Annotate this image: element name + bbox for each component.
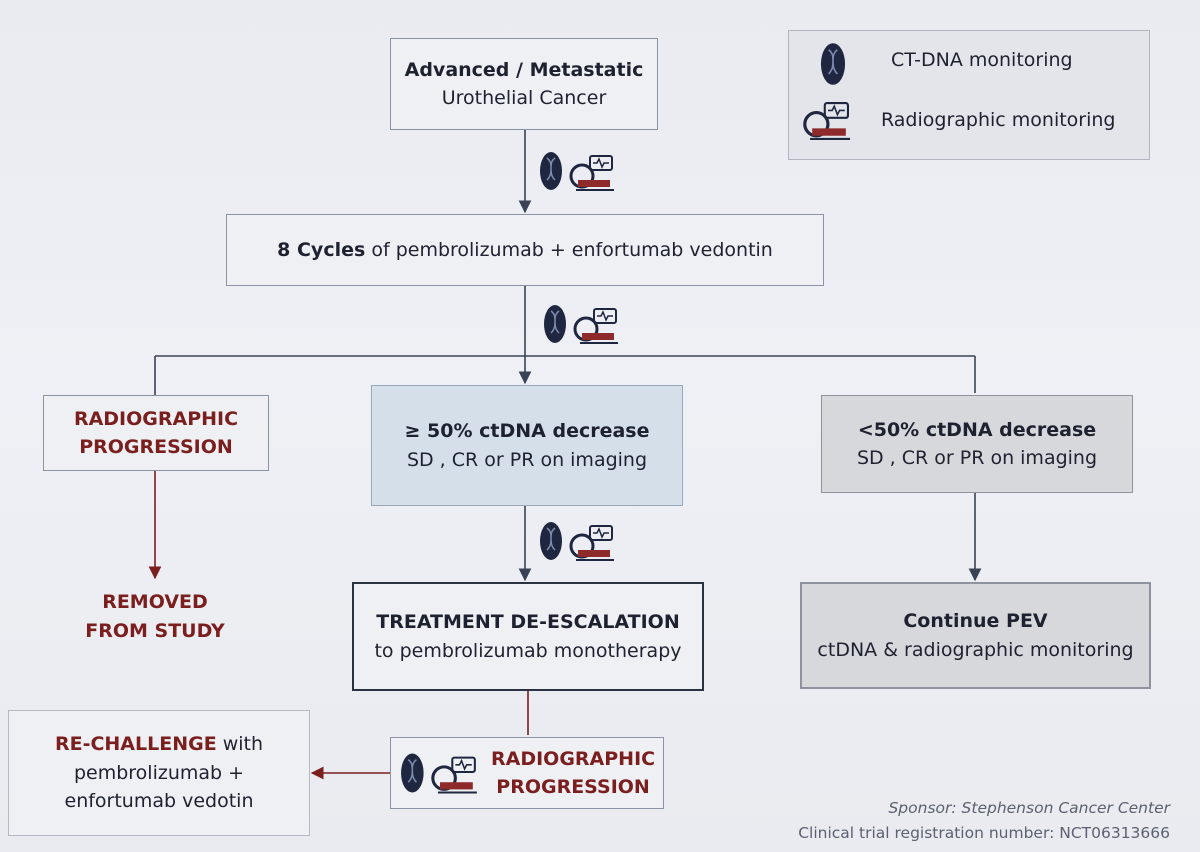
monitoring-icons-3 [538, 520, 618, 566]
legend: CT-DNA monitoring Radiographic monitorin… [788, 30, 1150, 160]
progression2-line2: PROGRESSION [496, 776, 650, 798]
dna-icon [540, 152, 562, 190]
right-subtitle: SD , CR or PR on imaging [856, 447, 1098, 469]
dna-icon [820, 43, 846, 85]
center-title: ≥ 50% ctDNA decrease [404, 420, 650, 442]
cycles-count: 8 Cycles [277, 238, 366, 261]
removed-from-study: REMOVED FROM STUDY [60, 588, 250, 645]
sponsor-info: Sponsor: Stephenson Cancer Center Clinic… [798, 796, 1170, 846]
legend-radio-label: Radiographic monitoring [881, 109, 1116, 131]
continue-pev-box: Continue PEV ctDNA & radiographic monito… [800, 582, 1151, 689]
cycles-box: 8 Cycles of pembrolizumab + enfortumab v… [226, 214, 824, 286]
continue-subtitle: ctDNA & radiographic monitoring [817, 638, 1134, 661]
rechallenge-line1: RE-CHALLENGE with [55, 730, 263, 759]
ctdna-decrease-lt50-box: <50% ctDNA decrease SD , CR or PR on ima… [821, 395, 1133, 493]
progression-line1: RADIOGRAPHIC [73, 407, 239, 430]
scanner-icon [573, 308, 618, 344]
dna-icon [401, 753, 424, 793]
monitoring-icons-2 [542, 303, 622, 349]
center-subtitle: SD , CR or PR on imaging [406, 448, 648, 471]
ctdna-decrease-50-box: ≥ 50% ctDNA decrease SD , CR or PR on im… [371, 385, 683, 506]
legend-ctdna-label: CT-DNA monitoring [891, 49, 1073, 71]
dna-icon [540, 522, 562, 560]
monitoring-icons-4 [401, 753, 477, 794]
progression-line2: PROGRESSION [79, 436, 233, 458]
radiographic-progression-box: RADIOGRAPHIC PROGRESSION [43, 395, 269, 471]
scanner-icon [803, 102, 851, 140]
removed-line2: FROM STUDY [85, 619, 225, 642]
start-box: Advanced / Metastatic Urothelial Cancer [390, 38, 658, 130]
cycles-text: 8 Cycles of pembrolizumab + enfortumab v… [277, 236, 773, 265]
radiographic-progression-2-box: RADIOGRAPHIC PROGRESSION [390, 737, 664, 809]
treatment-deescalation-box: TREATMENT DE-ESCALATION to pembrolizumab… [352, 582, 704, 691]
dna-icon [544, 305, 566, 343]
rechallenge-with: with [216, 733, 264, 756]
monitoring-icons-1 [538, 150, 618, 196]
rechallenge-bold: RE-CHALLENGE [54, 733, 217, 756]
start-title: Advanced / Metastatic [404, 58, 644, 81]
progression2-text: RADIOGRAPHIC PROGRESSION [491, 745, 655, 802]
sponsor-line: Sponsor: Stephenson Cancer Center [888, 799, 1170, 817]
start-subtitle: Urothelial Cancer [441, 87, 607, 109]
rechallenge-line3: enfortumab vedotin [64, 790, 254, 813]
right-title: <50% ctDNA decrease [857, 418, 1097, 441]
deescalation-subtitle: to pembrolizumab monotherapy [374, 639, 682, 662]
rechallenge-box: RE-CHALLENGE with pembrolizumab + enfort… [8, 710, 310, 836]
rechallenge-line2: pembrolizumab + [73, 761, 245, 784]
removed-line1: REMOVED [102, 591, 208, 613]
progression2-line1: RADIOGRAPHIC [491, 747, 656, 770]
registration-line: Clinical trial registration number: NCT0… [798, 823, 1170, 842]
deescalation-title: TREATMENT DE-ESCALATION [376, 611, 680, 633]
continue-title: Continue PEV [903, 610, 1048, 632]
scanner-icon [569, 525, 614, 561]
scanner-icon [569, 155, 614, 191]
scanner-icon [431, 756, 477, 794]
cycles-drugs: of pembrolizumab + enfortumab vedontin [365, 238, 773, 261]
